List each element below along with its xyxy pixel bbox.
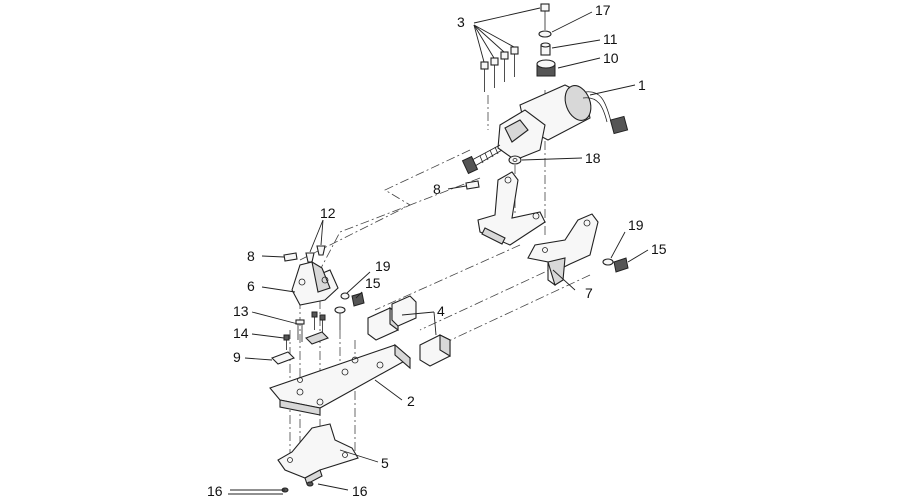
washer-part-18 — [508, 155, 522, 165]
hinge-bracket-part-7 — [527, 213, 599, 286]
bushing-part-10 — [536, 59, 556, 77]
washer-part-19-center — [340, 292, 350, 300]
screw-part-15-right — [613, 257, 629, 273]
callout-13: 13 — [233, 303, 249, 319]
callout-10: 10 — [603, 50, 619, 66]
leader-lines — [228, 7, 649, 495]
motor-actuator-part-1 — [461, 84, 629, 175]
bolt-set-part-3 — [480, 3, 550, 92]
clamp-blocks-part-4 — [367, 295, 451, 367]
callout-16-right: 16 — [352, 483, 368, 499]
callout-7: 7 — [585, 285, 593, 301]
pin-part-8-lower — [283, 252, 298, 262]
pin-part-8-upper — [465, 180, 480, 190]
callout-8-upper: 8 — [433, 181, 441, 197]
screws-part-14 — [283, 311, 326, 350]
callout-6: 5 — [381, 455, 389, 471]
callout-4: 4 — [437, 303, 445, 319]
screws-part-12 — [305, 245, 326, 263]
callout-1: 1 — [638, 77, 646, 93]
spacer-part-11 — [540, 42, 551, 56]
callout-15-right: 15 — [651, 241, 667, 257]
callout-11: 11 — [603, 31, 618, 47]
callout-3: 3 — [457, 14, 465, 30]
clip-part-9 — [271, 331, 329, 365]
callout-15-center: 15 — [365, 275, 381, 291]
callout-2: 2 — [407, 393, 415, 409]
callout-14: 14 — [233, 325, 249, 341]
callout-18: 18 — [585, 150, 601, 166]
base-plate-part-2 — [269, 343, 411, 416]
bolt-part-vertical — [334, 306, 346, 330]
callout-12: 12 — [320, 205, 336, 221]
callout-19-right: 19 — [628, 217, 644, 233]
screw-part-15-center — [351, 292, 365, 307]
upper-hinge-bracket — [477, 171, 546, 246]
callout-19-center: 19 — [375, 258, 391, 274]
washer-part-19-right — [602, 258, 614, 266]
washer-part-17 — [538, 30, 552, 38]
clip-part-13 — [295, 319, 305, 342]
bracket-part-5 — [291, 260, 339, 306]
callout-8-lower: 8 — [247, 248, 255, 264]
callout-5: 6 — [247, 278, 255, 294]
callout-labels: 3 17 11 10 1 18 8 12 8 6 19 15 4 13 14 9… — [207, 2, 667, 499]
callout-17: 17 — [595, 2, 611, 18]
callout-16-left: 16 — [207, 483, 223, 499]
callout-9: 9 — [233, 349, 241, 365]
